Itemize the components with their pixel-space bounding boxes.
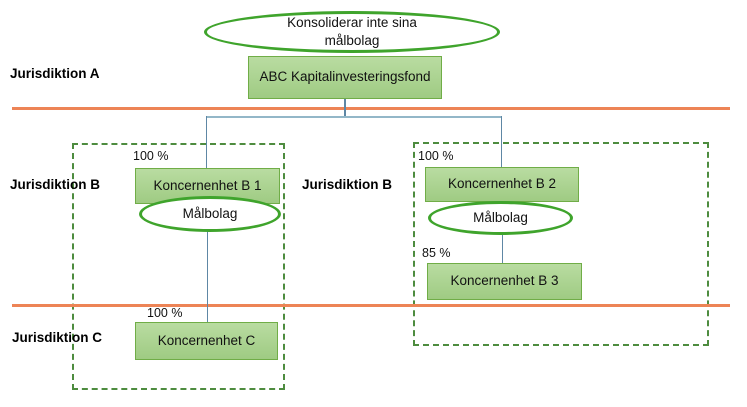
target-company-ellipse-left-label: Målbolag bbox=[182, 206, 238, 222]
jurisdiction-divider-line-2 bbox=[12, 304, 730, 307]
entity-box-b2-label: Koncernenhet B 2 bbox=[447, 176, 557, 192]
ownership-label-b3: 85 % bbox=[422, 246, 451, 260]
connector-down-to-b1 bbox=[205, 116, 207, 169]
entity-box-b3: Koncernenhet B 3 bbox=[427, 263, 582, 300]
target-company-ellipse-right: Målbolag bbox=[428, 201, 573, 235]
dashed-frame-left-group bbox=[72, 143, 285, 390]
target-company-ellipse-right-label: Målbolag bbox=[473, 210, 528, 226]
ownership-label-b2: 100 % bbox=[418, 149, 454, 163]
connector-malbolag-to-b3 bbox=[501, 232, 503, 264]
note-ellipse-no-consolidation: Konsoliderar inte sina målbolag bbox=[204, 11, 500, 53]
jurisdiction-divider-line-1 bbox=[12, 107, 730, 110]
entity-box-abc-fund: ABC Kapitalinvesteringsfond bbox=[248, 56, 442, 99]
target-company-ellipse-left: Målbolag bbox=[139, 196, 281, 232]
entity-box-c: Koncernenhet C bbox=[135, 322, 278, 360]
entity-box-c-label: Koncernenhet C bbox=[157, 332, 256, 348]
jurisdiction-b-left-label: Jurisdiktion B bbox=[10, 177, 101, 192]
jurisdiction-b-right-label: Jurisdiktion B bbox=[302, 177, 393, 192]
jurisdiction-c-label: Jurisdiktion C bbox=[12, 330, 103, 345]
entity-box-b2: Koncernenhet B 2 bbox=[425, 167, 579, 202]
connector-malbolag-to-c bbox=[206, 229, 208, 324]
entity-box-abc-label: ABC Kapitalinvesteringsfond bbox=[259, 69, 431, 85]
connector-down-to-b2 bbox=[500, 116, 502, 168]
dashed-frame-right-group bbox=[413, 142, 709, 346]
connector-abc-down bbox=[344, 97, 346, 117]
entity-box-b1-label: Koncernenhet B 1 bbox=[153, 177, 262, 193]
ownership-label-b1: 100 % bbox=[133, 149, 169, 163]
jurisdiction-a-label: Jurisdiktion A bbox=[10, 66, 100, 81]
entity-box-b3-label: Koncernenhet B 3 bbox=[450, 273, 559, 289]
ownership-label-c: 100 % bbox=[147, 306, 183, 320]
note-ellipse-text: Konsoliderar inte sina målbolag bbox=[287, 15, 417, 48]
connector-branch-horizontal bbox=[206, 116, 502, 118]
